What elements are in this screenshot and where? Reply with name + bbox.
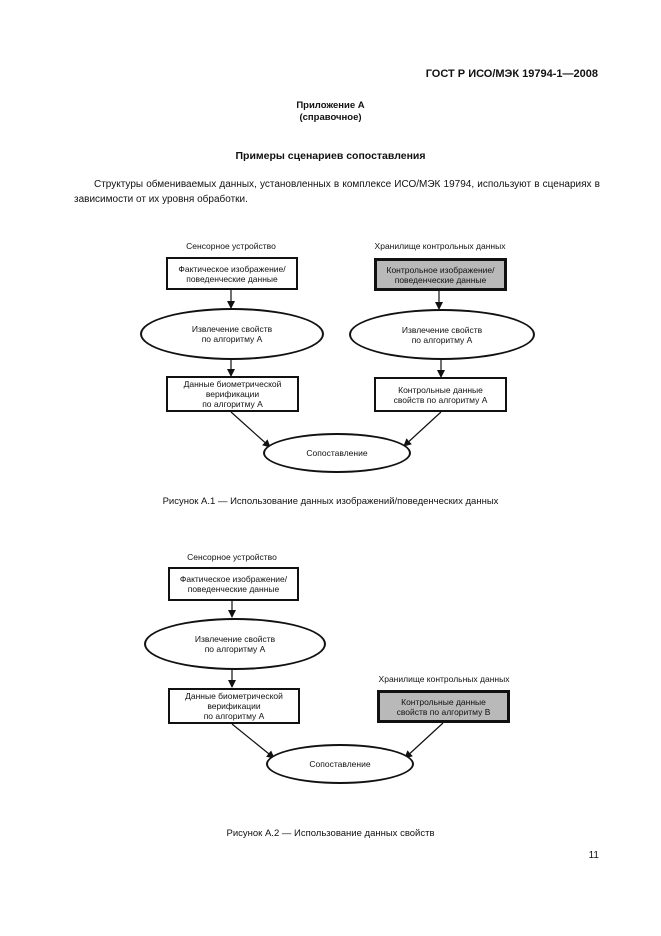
section-title: Примеры сценариев сопоставления [235, 150, 426, 162]
appendix-subtitle: (справочное) [299, 112, 362, 123]
figure-2-caption: Рисунок А.2 — Использование данных свойс… [226, 828, 435, 839]
appendix-title: Приложение А [296, 100, 365, 111]
intro-paragraph: Структуры обмениваемых данных, установле… [74, 179, 600, 205]
feature-extraction-ellipse-right: Извлечение свойств по алгоритму А [349, 309, 535, 360]
verification-data-box: Данные биометрической верификации по алг… [168, 688, 300, 724]
actual-image-box: Фактическое изображение/ поведенческие д… [168, 567, 299, 601]
figure-1-caption: Рисунок А.1 — Использование данных изобр… [162, 496, 499, 507]
page-number: 11 [588, 850, 599, 861]
feature-extraction-ellipse: Извлечение свойств по алгоритму А [144, 618, 326, 670]
actual-image-box: Фактическое изображение/ поведенческие д… [166, 257, 298, 290]
document-header: ГОСТ Р ИСО/МЭК 19794-1—2008 [425, 68, 598, 80]
reference-storage-label: Хранилище контрольных данных [378, 674, 510, 684]
reference-storage-label: Хранилище контрольных данных [374, 241, 506, 251]
reference-image-box: Контрольное изображение/ поведенческие д… [374, 258, 507, 291]
reference-features-box: Контрольные данные свойств по алгоритму … [374, 377, 507, 412]
matching-ellipse: Сопоставление [263, 433, 411, 473]
sensor-device-label: Сенсорное устройство [187, 552, 277, 562]
sensor-device-label: Сенсорное устройство [186, 241, 276, 251]
verification-data-box: Данные биометрической верификации по алг… [166, 376, 299, 412]
reference-features-box: Контрольные данные свойств по алгоритму … [377, 690, 510, 723]
feature-extraction-ellipse-left: Извлечение свойств по алгоритму А [140, 308, 324, 360]
matching-ellipse: Сопоставление [266, 744, 414, 784]
